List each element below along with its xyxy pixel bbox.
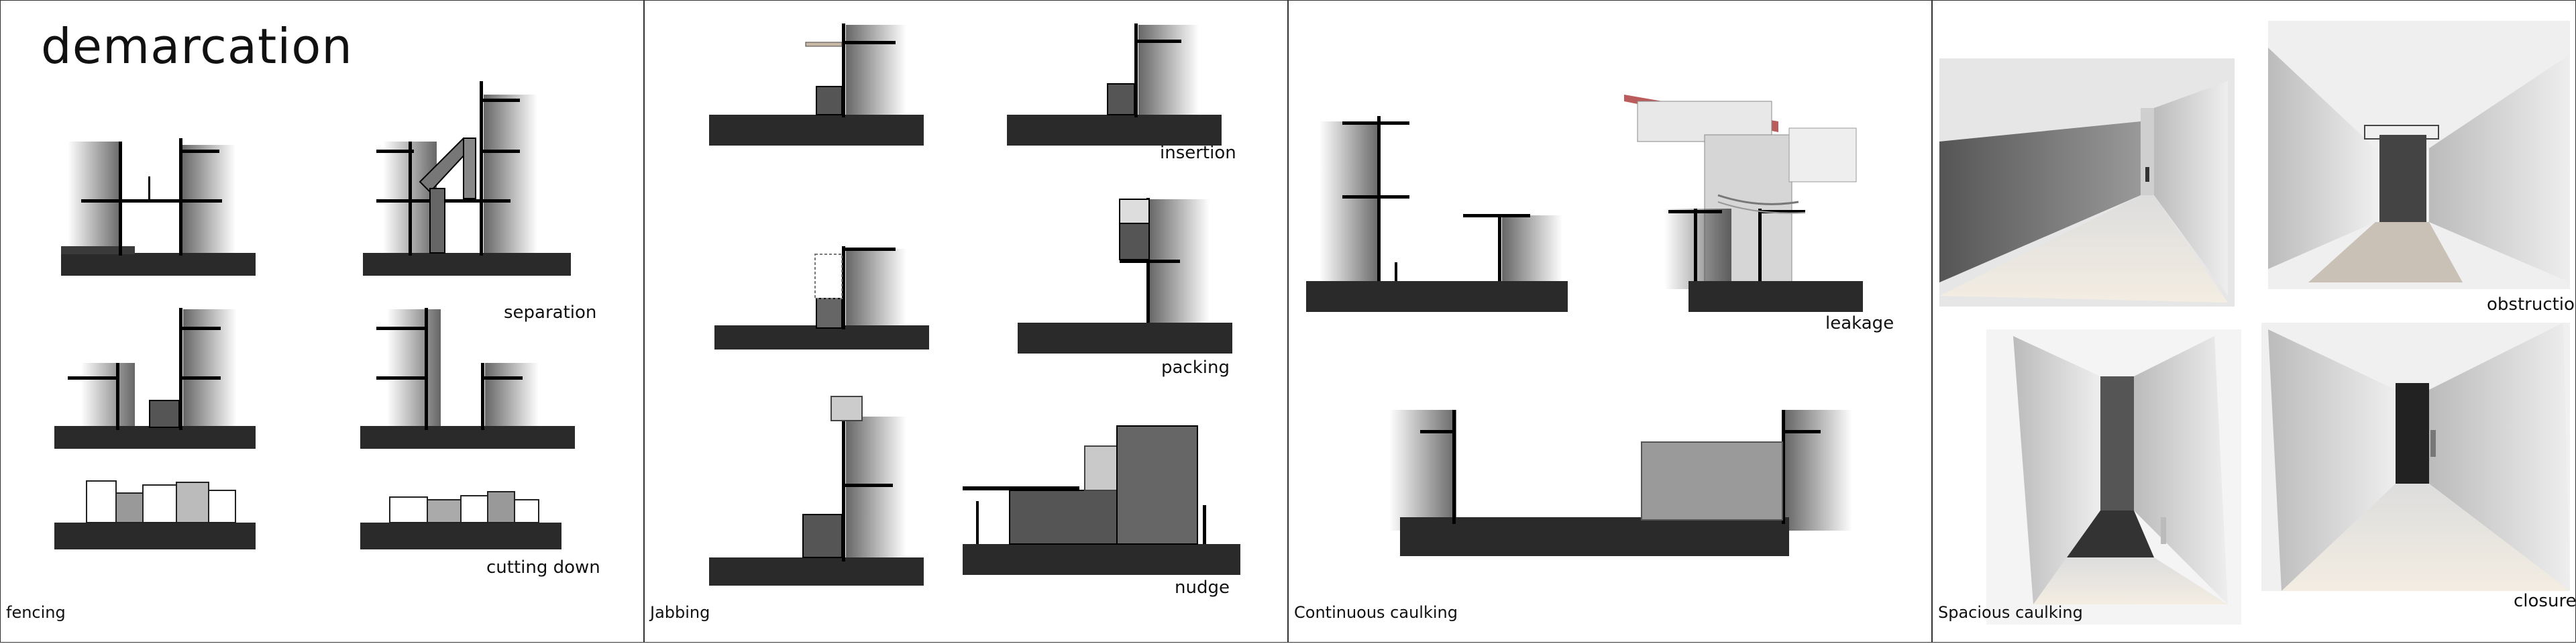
section-diagram-cont-3: [1389, 410, 1852, 556]
panel-continuous-caulking: leakage Continuous caulking: [1288, 0, 1932, 643]
label-insertion: insertion: [1160, 143, 1236, 163]
jabbing-diagrams: [709, 23, 1240, 586]
section-diagram-3: [54, 308, 256, 449]
perspective-alley-3: [1986, 329, 2241, 625]
panel-title-fencing: fencing: [6, 603, 66, 622]
perspective-obstruction: [2268, 21, 2570, 289]
section-diagram-1: [61, 138, 256, 276]
section-diagram-jab-5: [709, 396, 924, 586]
section-diagram-2: [363, 81, 571, 276]
label-cutting-down: cutting down: [486, 557, 600, 578]
fencing-diagrams: [54, 81, 575, 549]
panel-title-continuous-caulking: Continuous caulking: [1294, 603, 1458, 622]
panel-title-spacious-caulking: Spacious caulking: [1938, 603, 2083, 622]
section-diagram-jab-2: [1007, 23, 1222, 146]
main-title: demarcation: [41, 18, 353, 74]
spacious-perspectives: [1939, 21, 2570, 625]
label-nudge: nudge: [1175, 578, 1230, 598]
section-diagram-jab-1: [709, 23, 924, 146]
perspective-alley-1: [1939, 58, 2235, 307]
section-diagram-jab-3: [714, 246, 929, 350]
panel-fencing: demarcation: [0, 0, 644, 643]
label-separation: separation: [504, 303, 597, 323]
label-obstruction: obstruction: [2487, 294, 2576, 315]
perspective-closure: [2261, 323, 2570, 591]
section-diagram-jab-6: [963, 425, 1240, 575]
label-closure: closure: [2514, 591, 2576, 611]
section-diagram-4: [360, 308, 575, 449]
label-leakage: leakage: [1825, 313, 1894, 333]
label-packing: packing: [1161, 358, 1230, 378]
section-diagram-5: [54, 480, 256, 549]
continuous-diagrams: [1306, 95, 1863, 556]
section-diagram-leakage: [1624, 95, 1863, 312]
section-diagram-jab-4: [1018, 198, 1232, 354]
panel-title-jabbing: Jabbing: [650, 603, 710, 622]
panel-spacious-caulking: obstruction closure Spacious caulking: [1932, 0, 2576, 643]
panel-jabbing: insertion packing nudge Jabbing: [644, 0, 1288, 643]
section-diagram-cont-1: [1306, 116, 1568, 312]
section-diagram-6: [360, 491, 561, 549]
